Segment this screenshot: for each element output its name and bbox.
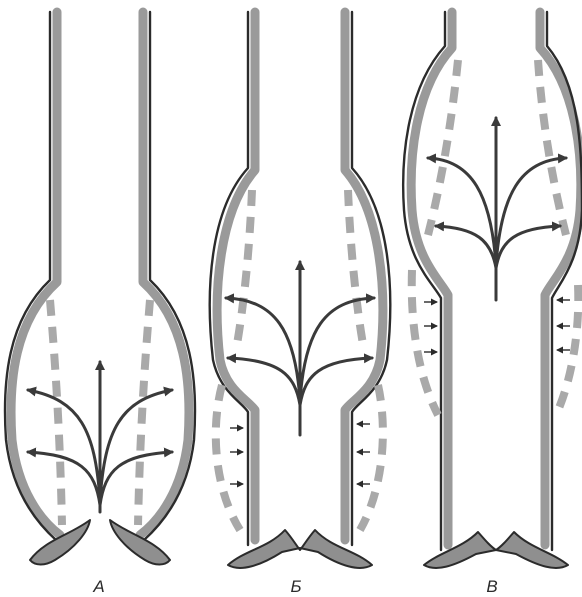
panel-a-valve-left [30,520,90,565]
panel-c-label: В [486,577,497,596]
panel-b-valve [228,530,372,568]
panel-b: Б [210,12,391,596]
panel-b-right-valve-leaflet-outer [360,385,383,530]
panel-a-label: А [92,577,104,596]
panel-a-right-wall [140,12,189,535]
panel-b-right-valve-leaflet-inner [348,190,364,350]
panel-b-flow-arrow-upper-left [226,298,300,400]
panel-a-flow-arrow-upper-right [100,390,172,500]
panel-a-flow-arrow-upper-left [28,390,100,500]
panel-b-left-valve-leaflet-outer [216,385,240,530]
panel-c-flow-arrow-lower-right [496,226,560,268]
panel-a-right-valve-leaflet [138,300,150,525]
panel-a-valve-right [110,520,170,565]
panel-b-label: Б [290,577,301,596]
panel-a-left-valve-leaflet [50,300,62,525]
panel-c-right-wall [540,12,581,545]
panel-c-left-valve-leaflet-outer [412,270,438,415]
panel-c-flow-arrow-lower-left [436,226,496,268]
panel-c: В [403,12,582,596]
panel-b-left-valve-leaflet-inner [236,190,252,350]
panel-a: А [5,12,195,596]
panel-a-left-wall [11,12,60,535]
panel-b-flow-arrow-upper-right [300,298,374,400]
